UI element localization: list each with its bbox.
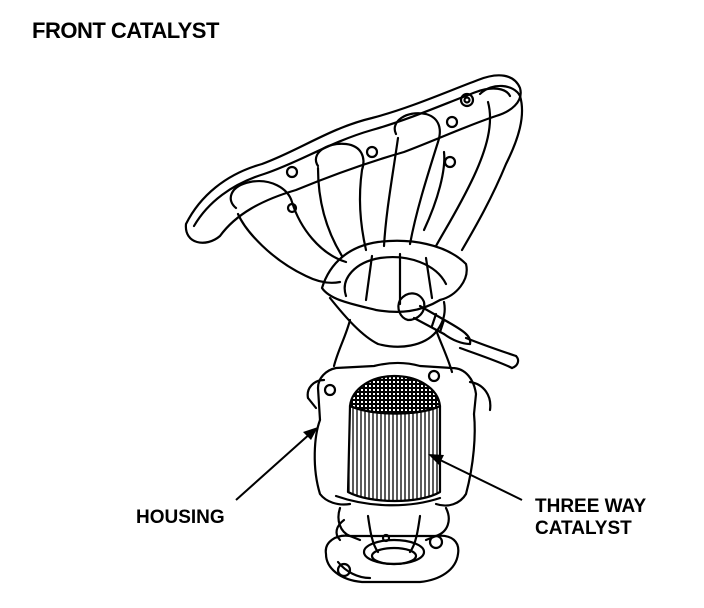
manifold-flange	[186, 75, 521, 242]
three-way-catalyst-element	[348, 376, 440, 501]
catalyst-leader-arrow	[428, 454, 522, 500]
three-way-catalyst-label: THREE WAY CATALYST	[535, 496, 646, 540]
oxygen-sensor	[398, 293, 518, 368]
housing-leader-arrow	[236, 427, 318, 500]
exhaust-runners	[231, 86, 522, 283]
converter-housing	[308, 363, 491, 506]
diagram-title: FRONT CATALYST	[32, 18, 219, 43]
manifold-collector	[322, 241, 467, 347]
housing-label: HOUSING	[136, 507, 225, 528]
three-way-catalyst-label-line1: THREE WAY	[535, 496, 647, 517]
outlet-flange	[326, 508, 459, 582]
three-way-catalyst-label-line2: CATALYST	[535, 518, 632, 539]
